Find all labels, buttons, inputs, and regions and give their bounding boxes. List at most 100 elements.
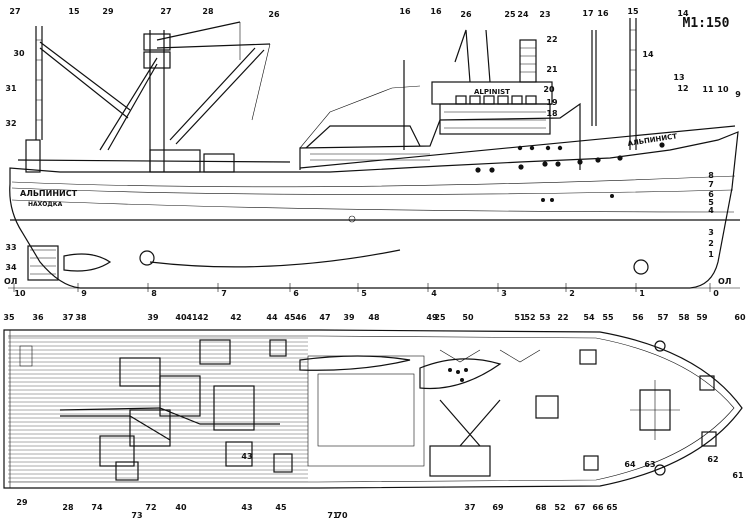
callout-label: 14	[642, 50, 654, 59]
callout-label: 71	[327, 511, 339, 520]
hatch-grating	[307, 355, 425, 467]
callout-label: 4	[708, 206, 714, 215]
bulwark-line	[17, 125, 736, 169]
callout-label: 45	[275, 503, 287, 512]
callout-label: 57	[657, 313, 668, 322]
callout-label: 16	[399, 7, 411, 16]
callout-label: 19	[546, 98, 558, 107]
callout-label: 2	[708, 239, 714, 248]
callout-label: 26	[460, 10, 472, 19]
hull-name-stern: АЛЬПИНИСТ	[20, 189, 78, 198]
callout-label: 37	[62, 313, 73, 322]
baseline-left-label: ОЛ	[4, 277, 17, 286]
callout-label: 64	[624, 460, 636, 469]
frame-mark: 10	[14, 289, 26, 298]
callout-label: 16	[597, 9, 609, 18]
callout-label: 66	[592, 503, 604, 512]
callout-label: 15	[68, 7, 80, 16]
callout-label: 49	[426, 313, 438, 322]
callout-label: 41	[186, 313, 198, 322]
callout-label: 25	[434, 313, 446, 322]
callout-label: 34	[5, 263, 17, 272]
callout-label: 14	[677, 9, 689, 18]
profile-view	[8, 18, 740, 289]
superstructure	[299, 29, 581, 170]
callout-label: 44	[266, 313, 278, 322]
rub-line-upper	[11, 175, 736, 188]
boat-holes	[448, 368, 468, 382]
callout-label: 47	[319, 313, 330, 322]
frame-mark: 3	[501, 289, 507, 298]
frame-mark: 4	[431, 289, 437, 298]
callout-label: 36	[32, 313, 44, 322]
frame-mark: 2	[569, 289, 575, 298]
callout-label: 45	[284, 313, 296, 322]
callout-label: 9	[735, 90, 741, 99]
callout-label: 59	[696, 313, 708, 322]
callout-label: 33	[5, 243, 16, 252]
baseline-right-label: ОЛ	[718, 277, 731, 286]
callout-label: 17	[582, 9, 593, 18]
draft-mark	[348, 215, 356, 223]
callout-label: 70	[336, 511, 348, 520]
callout-label: 48	[368, 313, 380, 322]
hull-line	[11, 199, 735, 213]
rub-line-lower	[11, 187, 734, 195]
callout-label: 6	[708, 190, 714, 199]
callout-label: 22	[557, 313, 568, 322]
callout-label: 43	[241, 452, 252, 461]
callout-label: 63	[644, 460, 655, 469]
callout-label: 54	[583, 313, 595, 322]
callout-label: 8	[708, 171, 714, 180]
callout-label: 50	[462, 313, 474, 322]
callout-label: 62	[707, 455, 718, 464]
callout-label: 67	[574, 503, 585, 512]
callout-label: 15	[627, 7, 639, 16]
callout-label: 3	[708, 228, 714, 237]
callout-label: 42	[230, 313, 241, 322]
stern-thruster-icon	[139, 250, 155, 266]
callout-label: 65	[606, 503, 618, 512]
callout-label: 27	[160, 7, 171, 16]
deck-outline	[3, 329, 743, 489]
callout-label: 46	[295, 313, 307, 322]
callout-label: 11	[702, 85, 714, 94]
home-port: НАХОДКА	[28, 201, 63, 208]
bilge-keel	[149, 249, 401, 268]
callout-label: 23	[539, 10, 550, 19]
hull-outline	[9, 131, 739, 289]
plan-view	[3, 329, 743, 489]
scale-label: М1:150	[683, 16, 730, 31]
aft-structure	[25, 139, 235, 173]
callout-label: 61	[732, 471, 744, 480]
callout-label: 20	[543, 85, 555, 94]
boat-starboard	[299, 355, 411, 371]
callout-label: 31	[5, 84, 17, 93]
callout-label: 12	[677, 84, 688, 93]
hull-name-bow: АЛЬПИНИСТ	[627, 132, 678, 148]
callout-label: 56	[632, 313, 644, 322]
callout-label: 29	[16, 498, 28, 507]
callout-label: 39	[147, 313, 159, 322]
callout-label: 74	[91, 503, 103, 512]
callout-label: 43	[241, 503, 252, 512]
propeller-blade	[63, 253, 112, 272]
callout-label: 39	[343, 313, 355, 322]
callout-label: 25	[504, 10, 516, 19]
callout-label: 1	[708, 250, 714, 259]
callout-label: 38	[75, 313, 87, 322]
callout-label: 16	[430, 7, 442, 16]
callout-label: 68	[535, 503, 547, 512]
callout-label: 52	[524, 313, 535, 322]
callout-label: 30	[13, 49, 25, 58]
callout-label: 73	[131, 511, 142, 520]
callout-label: 7	[708, 180, 714, 189]
callout-label: 5	[708, 198, 714, 207]
callout-label: 40	[175, 503, 187, 512]
frame-mark: 6	[293, 289, 299, 298]
callout-label: 32	[5, 119, 16, 128]
